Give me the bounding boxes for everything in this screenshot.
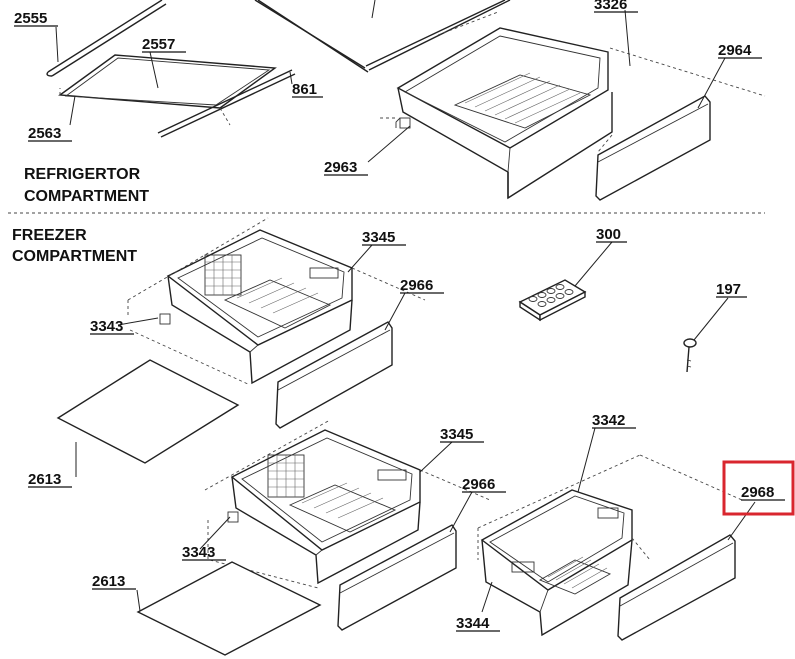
section-label-freezer-2: COMPARTMENT bbox=[12, 248, 137, 265]
part-label-3343-lower: 3343 bbox=[182, 544, 215, 561]
crisper-drawer-3326 bbox=[395, 27, 613, 200]
freezer-front-2966-upper bbox=[275, 321, 393, 429]
part-label-3326: 3326 bbox=[594, 0, 627, 13]
freezer-upper-guides bbox=[127, 217, 426, 386]
part-label-197: 197 bbox=[716, 281, 741, 298]
highlight-box-2968 bbox=[722, 460, 795, 516]
freezer-front-2966-lower bbox=[337, 524, 457, 631]
part-label-3344: 3344 bbox=[456, 615, 490, 632]
part-label-2557: 2557 bbox=[142, 36, 175, 53]
part-label-861: 861 bbox=[292, 81, 317, 98]
part-label-2968: 2968 bbox=[741, 484, 774, 501]
freezer-drawer-lower-3345 bbox=[227, 429, 421, 585]
glass-shelf-2557 bbox=[58, 54, 277, 109]
part-label-3345-lower: 3345 bbox=[440, 426, 473, 443]
freezer-drawer-upper-3345 bbox=[159, 229, 353, 385]
key-197 bbox=[683, 338, 697, 373]
part-label-2966-lower: 2966 bbox=[462, 476, 495, 493]
upper-shelf-partial bbox=[254, 0, 511, 73]
section-label-freezer-1: FREEZER bbox=[12, 227, 87, 244]
freezer-drawer-3342 bbox=[480, 489, 633, 637]
part-label-3342: 3342 bbox=[592, 412, 625, 429]
part-label-300: 300 bbox=[596, 226, 621, 243]
part-label-2963: 2963 bbox=[324, 159, 357, 176]
freezer-glass-2613-upper bbox=[56, 359, 240, 464]
part-label-3343-upper: 3343 bbox=[90, 318, 123, 335]
shelf-trim-2555 bbox=[47, 0, 163, 73]
shelf-trim-861 bbox=[157, 69, 293, 134]
part-label-2555: 2555 bbox=[14, 10, 47, 27]
freezer-glass-2613-lower bbox=[136, 561, 322, 656]
glass-shelf-assembly bbox=[46, 0, 296, 138]
leader-lines bbox=[55, 9, 756, 613]
crisper-guide-lines bbox=[380, 11, 766, 153]
part-label-3345-upper: 3345 bbox=[362, 229, 395, 246]
drawer-front-2968 bbox=[617, 534, 736, 641]
part-label-2613-lower: 2613 bbox=[92, 573, 125, 590]
part-label-2563: 2563 bbox=[28, 125, 61, 142]
part-label-2613-upper: 2613 bbox=[28, 471, 61, 488]
crisper-front-2964 bbox=[595, 95, 711, 201]
part-label-2966-upper: 2966 bbox=[400, 277, 433, 294]
ice-tray-300 bbox=[518, 279, 587, 322]
section-label-refrigerator-2: COMPARTMENT bbox=[24, 188, 149, 205]
section-label-refrigerator-1: REFRIGERTOR bbox=[24, 166, 141, 183]
part-label-2964: 2964 bbox=[718, 42, 752, 59]
